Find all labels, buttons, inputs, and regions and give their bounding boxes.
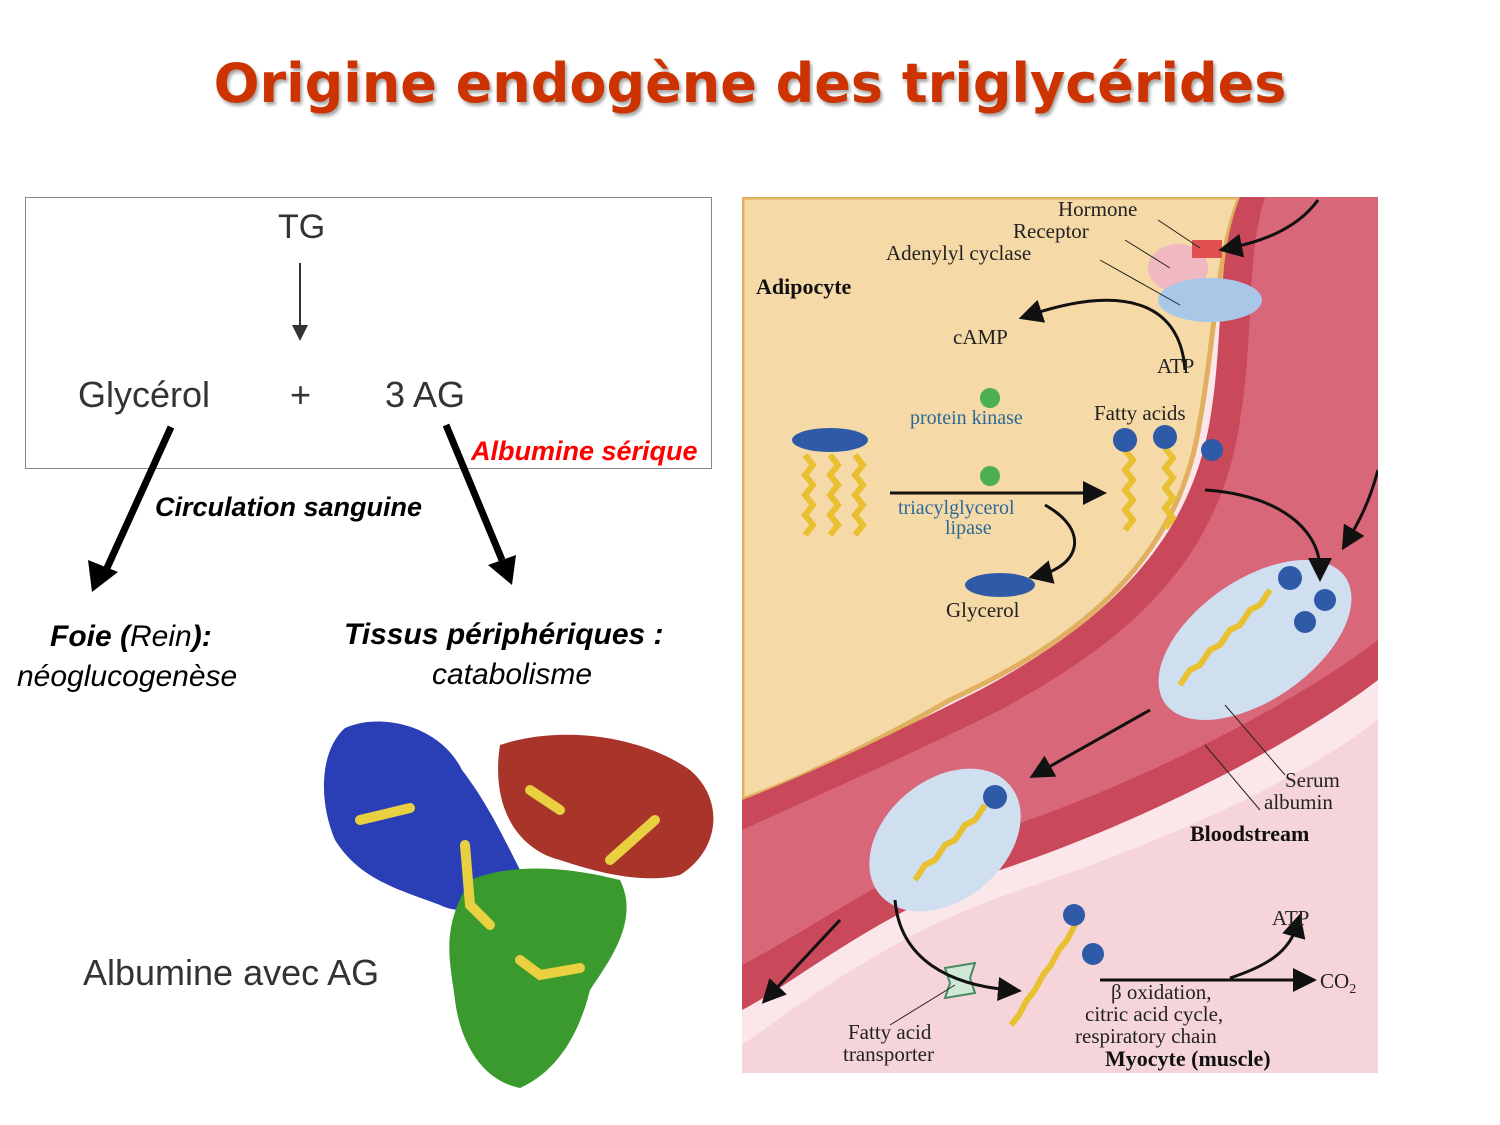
serum-label: Serum (1285, 768, 1340, 792)
rein-text: Rein (130, 620, 192, 653)
hormone-shape (1192, 240, 1222, 258)
glycerol-shape (965, 573, 1035, 597)
adipocyte-label: Adipocyte (756, 274, 852, 299)
foie-arrow (88, 425, 175, 592)
fatty-acids-label: Fatty acids (1094, 401, 1186, 425)
atp-bottom-label: ATP (1272, 906, 1310, 930)
beta-oxidation-label: β oxidation, (1111, 980, 1212, 1004)
hormone-label: Hormone (1058, 197, 1138, 221)
scheme-box (25, 197, 712, 469)
co2-subscript: 2 (1349, 982, 1357, 998)
receptor-label: Receptor (1013, 219, 1089, 243)
albumin-label: albumin (1264, 790, 1333, 814)
slide-title: Origine endogène des triglycérides (213, 52, 1287, 115)
albumin-domain-red (498, 734, 714, 879)
plus-sign: + (290, 374, 312, 415)
camp-label: cAMP (953, 325, 1008, 349)
glycerol-label: Glycérol (78, 374, 211, 415)
leader-lines (889, 219, 1286, 1026)
citric-acid-label: citric acid cycle, (1085, 1002, 1224, 1026)
circulation-label: Circulation sanguine (155, 492, 423, 522)
co2-text: CO (1320, 969, 1350, 993)
albumine-serique-label: Albumine sérique (471, 436, 698, 466)
respiratory-chain-label: respiratory chain (1075, 1024, 1217, 1048)
myocyte-label: Myocyte (muscle) (1105, 1046, 1271, 1071)
figure-arrows (761, 199, 1378, 1004)
adenylyl-cyclase-label: Adenylyl cyclase (886, 241, 1032, 265)
tag-lipase-label-1: triacylglycerol (898, 497, 1015, 519)
tissus-label: Tissus périphériques : (344, 618, 664, 651)
protein-kinase-label: protein kinase (910, 407, 1023, 429)
albumin-1 (1158, 560, 1352, 720)
paren: ): (191, 620, 212, 653)
tag-lipase-label-2: lipase (945, 517, 992, 539)
glycerol-figure-label: Glycerol (946, 598, 1020, 622)
foie-label: Foie (Rein): (50, 620, 212, 654)
neoglucogenese-label: néoglucogenèse (17, 660, 238, 693)
tissus-arrow (442, 423, 516, 585)
myocyte-cell (742, 720, 1378, 1073)
ag-label: 3 AG (385, 374, 466, 415)
transporter-label-1: Fatty acid (848, 1020, 932, 1044)
albumine-ag-label: Albumine avec AG (83, 952, 380, 993)
triglyceride-head (792, 428, 868, 452)
foie-text: Foie (50, 620, 121, 653)
adenylyl-cyclase-shape (1158, 278, 1262, 322)
co2-label: CO2 (1320, 969, 1356, 998)
tg-label: TG (278, 208, 326, 246)
catabolisme-label: catabolisme (432, 658, 593, 691)
paren: ( (120, 620, 131, 653)
fatty-acid-ligands (355, 785, 660, 981)
transporter-label-2: transporter (843, 1042, 934, 1066)
bloodstream-label: Bloodstream (1190, 821, 1310, 846)
atp-top-label: ATP (1157, 354, 1195, 378)
